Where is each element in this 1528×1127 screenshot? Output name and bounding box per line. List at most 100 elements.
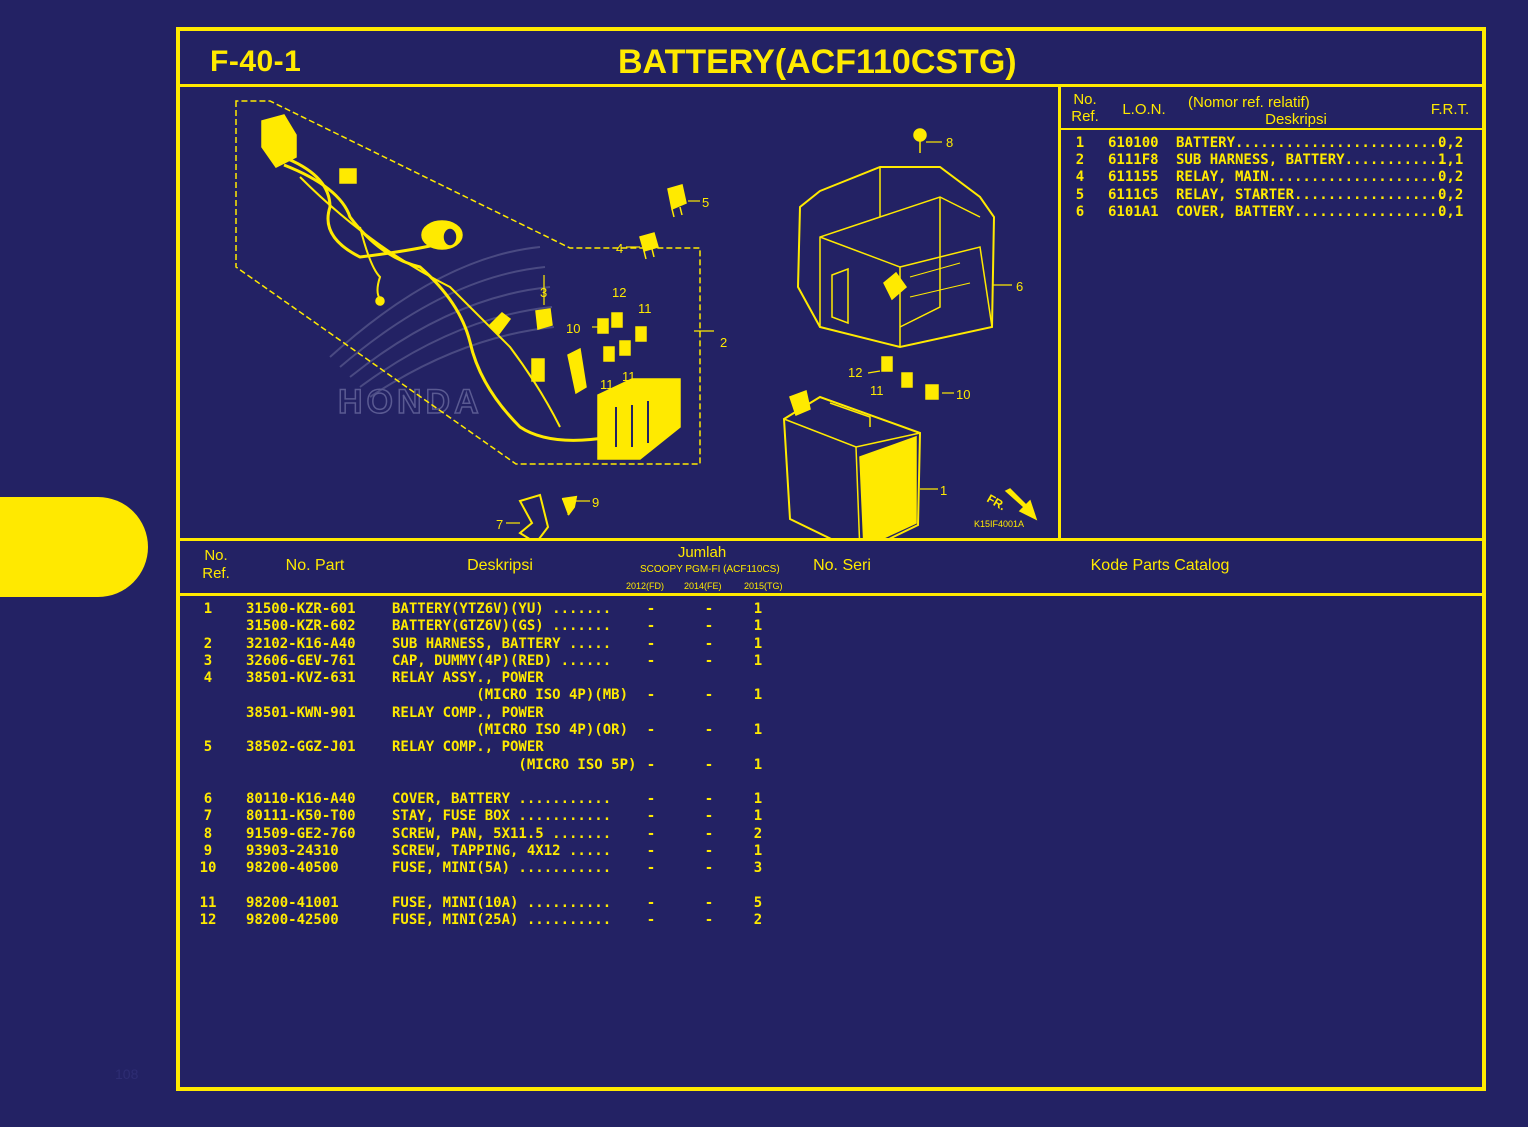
exploded-parts-diagram: HONDA — [235, 100, 1038, 538]
row-qty-2012: - — [646, 912, 656, 928]
parts-head-kode: Kode Parts Catalog — [1090, 557, 1230, 574]
row-ref: 3 — [203, 653, 213, 669]
callout-11: 11 — [622, 369, 636, 384]
lon-row: 6 6101A1 COVER, BATTERY.................… — [1070, 204, 1470, 221]
honda-wing-watermark — [329, 246, 555, 398]
parts-head-year-3: 2015(TG) — [744, 581, 783, 591]
parts-head-ref: Ref. — [202, 565, 230, 582]
row-qty-2015: 2 — [753, 826, 763, 842]
callout-10: 10 — [566, 321, 580, 336]
row-ref: 2 — [203, 636, 213, 652]
lon-head-lon: L.O.N. — [1122, 101, 1166, 118]
row-qty-2015: 1 — [753, 843, 763, 859]
lon-frt: 0,2 — [1438, 169, 1464, 185]
row-qty-2012: - — [646, 808, 656, 824]
row-desc: SCREW, TAPPING, 4X12 ..... — [392, 843, 612, 859]
row-qty-2015: 1 — [753, 808, 763, 824]
parts-head-seri: No. Seri — [813, 557, 871, 574]
row-qty-2012: - — [646, 791, 656, 807]
diagram-bottom-divider — [180, 538, 1482, 541]
row-qty-2014: - — [704, 722, 714, 738]
lon-row: 1 610100 BATTERY........................… — [1070, 135, 1470, 152]
row-part: 98200-40500 — [246, 860, 339, 876]
parts-head-jumlah: Jumlah — [677, 544, 727, 561]
relay-main — [639, 232, 659, 252]
row-part: 80111-K50-T00 — [246, 808, 356, 824]
row-qty-2014: - — [704, 601, 714, 617]
callout-3: 3 — [540, 285, 547, 300]
diagram-divider — [1058, 86, 1061, 538]
row-ref: 12 — [199, 912, 217, 928]
lon-ref: 1 — [1075, 135, 1085, 151]
lon-code: 6111F8 — [1108, 152, 1159, 168]
row-ref: 1 — [203, 601, 213, 617]
row-qty-2014: - — [704, 618, 714, 634]
table-row: 12 98200-42500 FUSE, MINI(25A) .........… — [180, 912, 800, 930]
row-qty-2014: - — [704, 791, 714, 807]
row-part: 32606-GEV-761 — [246, 653, 356, 669]
row-qty-2012: - — [646, 687, 656, 703]
callout-1: 1 — [940, 483, 947, 498]
row-qty-2015: 1 — [753, 601, 763, 617]
row-qty-2014: - — [704, 912, 714, 928]
row-part: 98200-41001 — [246, 895, 339, 911]
row-ref: 10 — [199, 860, 217, 876]
row-qty-2014: - — [704, 757, 714, 773]
lon-frt: 0,2 — [1438, 187, 1464, 203]
row-qty-2012: - — [646, 895, 656, 911]
parts-head-no: No. — [204, 547, 228, 564]
row-desc: (MICRO ISO 4P)(MB) — [392, 687, 629, 703]
lon-row: 5 6111C5 RELAY, STARTER.................… — [1070, 187, 1470, 204]
parts-head-model: SCOOPY PGM-FI (ACF110CS) — [640, 564, 780, 575]
table-row: 31500-KZR-602 BATTERY(GTZ6V)(GS) .......… — [180, 618, 800, 636]
table-row: 7 80111-K50-T00 STAY, FUSE BOX .........… — [180, 808, 800, 826]
callout-7: 7 — [496, 517, 503, 532]
row-desc: RELAY COMP., POWER — [392, 739, 544, 755]
harness-plug — [339, 168, 357, 184]
table-row: 6 80110-K16-A40 COVER, BATTERY .........… — [180, 791, 800, 809]
row-ref: 7 — [203, 808, 213, 824]
row-qty-2015: 1 — [753, 618, 763, 634]
callout-11: 11 — [638, 301, 652, 316]
row-qty-2014: - — [704, 687, 714, 703]
pan-screw — [913, 128, 927, 142]
lon-desc: RELAY, STARTER.................. — [1176, 187, 1446, 203]
row-ref: 6 — [203, 791, 213, 807]
fuse-cluster — [597, 312, 647, 362]
callout-9: 9 — [592, 495, 599, 510]
row-qty-2012: - — [646, 618, 656, 634]
fuse-box-stay — [518, 493, 550, 538]
table-row: 8 91509-GE2-760 SCREW, PAN, 5X11.5 .....… — [180, 826, 800, 844]
row-qty-2015: 1 — [753, 757, 763, 773]
row-qty-2012: - — [646, 636, 656, 652]
lon-desc: SUB HARNESS, BATTERY............ — [1176, 152, 1446, 168]
page-code: F-40-1 — [210, 45, 302, 78]
tapping-screw — [561, 495, 578, 516]
table-row: 11 98200-41001 FUSE, MINI(10A) .........… — [180, 895, 800, 913]
table-row: 10 98200-40500 FUSE, MINI(5A) ..........… — [180, 860, 800, 878]
row-qty-2012: - — [646, 843, 656, 859]
callout-8: 8 — [946, 135, 953, 150]
row-part: 31500-KZR-601 — [246, 601, 356, 617]
parts-head-desc: Deskripsi — [467, 557, 533, 574]
row-qty-2012: - — [646, 722, 656, 738]
spare-fuse — [881, 356, 893, 372]
row-part: 93903-24310 — [246, 843, 339, 859]
parts-head-year-1: 2012(FD) — [626, 581, 665, 591]
row-qty-2015: 1 — [753, 636, 763, 652]
battery-cover — [796, 166, 996, 349]
lon-header-divider — [1060, 128, 1482, 130]
row-qty-2012: - — [646, 860, 656, 876]
row-qty-2014: - — [704, 843, 714, 859]
row-part: 38501-KVZ-631 — [246, 670, 356, 686]
lon-code: 6111C5 — [1108, 187, 1159, 203]
lon-code: 6101A1 — [1108, 204, 1159, 220]
row-ref: 11 — [199, 895, 217, 911]
lon-ref: 2 — [1075, 152, 1085, 168]
callout-11: 11 — [600, 377, 614, 392]
fuse-box — [597, 378, 681, 460]
parts-header-divider — [180, 593, 1482, 596]
table-row: (MICRO ISO 4P)(OR) - - 1 — [180, 722, 800, 740]
header-divider — [180, 84, 1482, 87]
row-desc: COVER, BATTERY ........... — [392, 791, 612, 807]
